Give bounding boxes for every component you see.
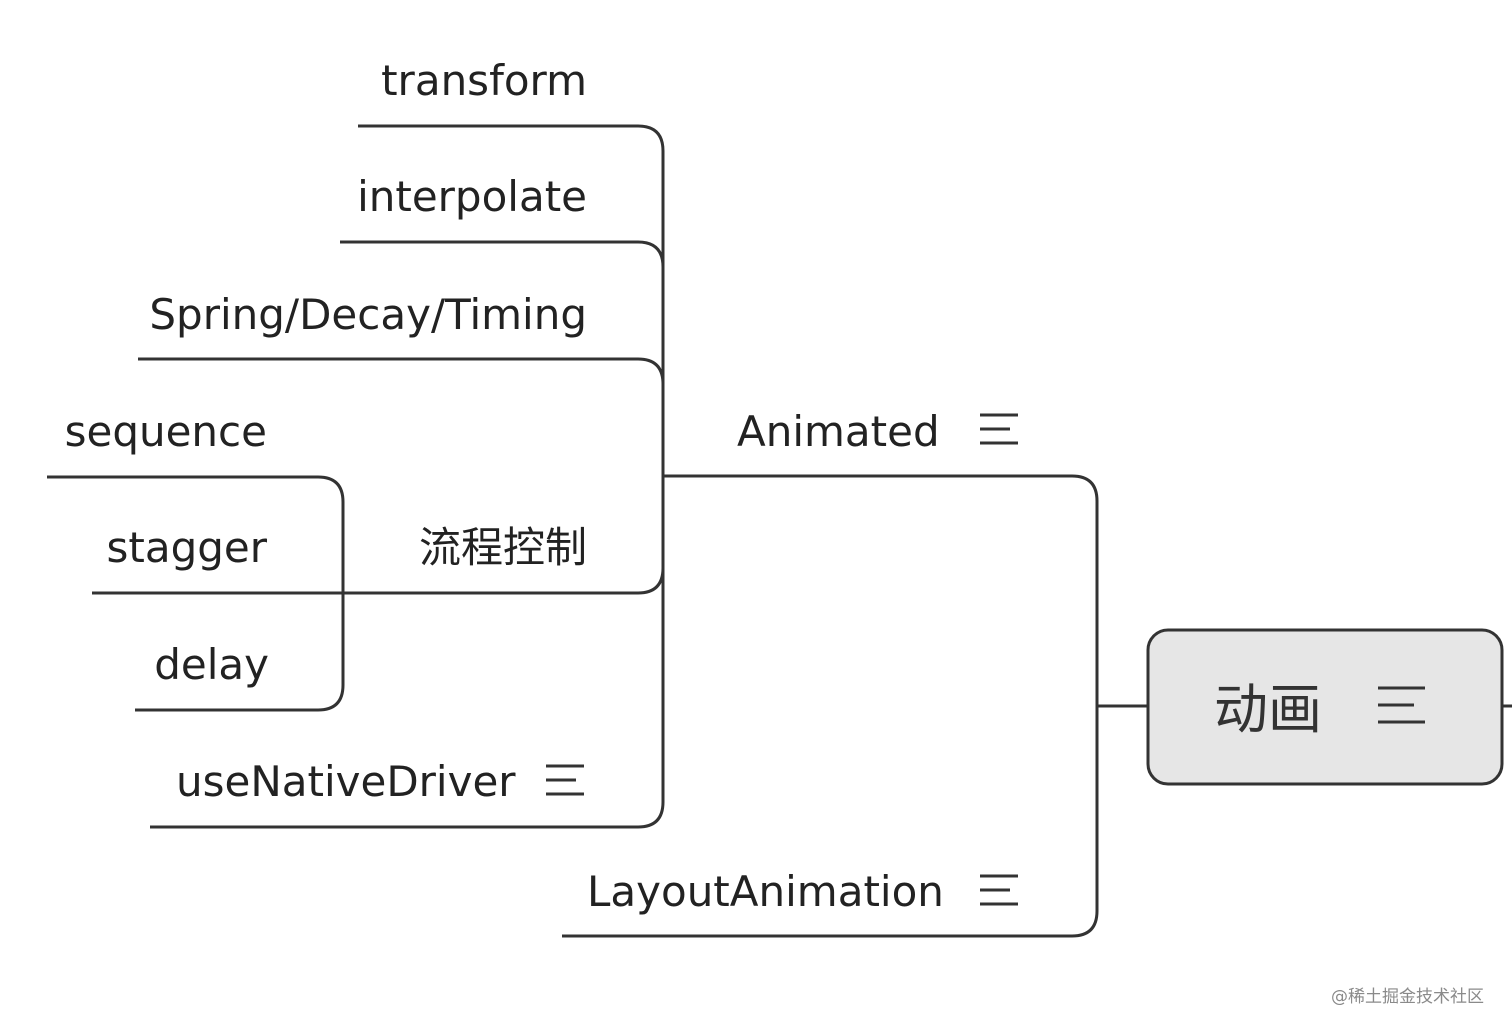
node-delay[interactable]: delay [154, 640, 269, 689]
notes-icon[interactable] [1378, 686, 1425, 724]
connector-delay [135, 593, 345, 712]
root-node-box[interactable] [1146, 628, 1504, 786]
node-stagger[interactable]: stagger [106, 523, 267, 572]
notes-icon[interactable] [546, 764, 584, 796]
node-animated[interactable]: Animated [737, 407, 1018, 456]
connector-spring-decay-timing [138, 357, 665, 476]
notes-icon[interactable] [980, 874, 1018, 906]
watermark: @稀土掘金技术社区 [1331, 987, 1484, 1007]
connector-animated [663, 474, 1099, 706]
connector-interpolate [340, 240, 665, 476]
connector-sequence [47, 475, 345, 593]
node-sequence[interactable]: sequence [65, 407, 267, 456]
node-spring-decay-timing[interactable]: Spring/Decay/Timing [149, 290, 587, 339]
root-node-label: 动画 [1214, 678, 1322, 741]
root-node[interactable]: 动画 [1146, 628, 1504, 786]
node-animated-label: Animated [737, 407, 940, 456]
node-layout-animation[interactable]: LayoutAnimation [587, 867, 1018, 916]
node-use-native-driver-label: useNativeDriver [176, 757, 516, 806]
node-transform[interactable]: transform [381, 56, 587, 105]
node-use-native-driver[interactable]: useNativeDriver [176, 757, 584, 806]
connector-transform [358, 124, 665, 476]
connector-use-native-driver [150, 476, 665, 829]
connector-layout-animation [562, 706, 1099, 938]
node-layout-animation-label: LayoutAnimation [587, 867, 944, 916]
notes-icon[interactable] [980, 413, 1018, 445]
node-interpolate[interactable]: interpolate [357, 172, 587, 221]
node-flow-control[interactable]: 流程控制 [419, 523, 587, 572]
